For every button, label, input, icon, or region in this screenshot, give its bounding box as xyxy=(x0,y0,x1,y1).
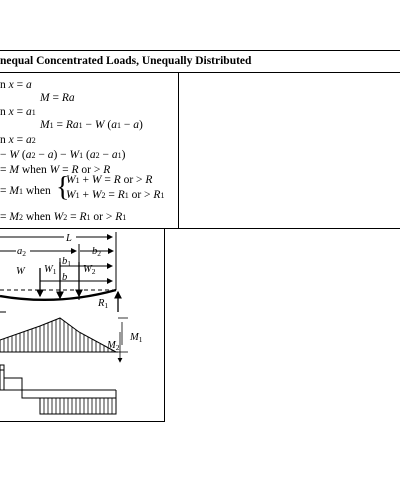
moment-diagram: M1 M2 xyxy=(0,317,143,363)
formula-max-m: = M when W = R or > R xyxy=(0,164,111,176)
table-column-divider-upper xyxy=(178,72,179,228)
dimension-L: L xyxy=(0,230,117,290)
shear-diagram xyxy=(0,364,117,415)
formula-m1: M1 = Ra1 − W (a1 − a) xyxy=(40,119,143,131)
formula-row-divider xyxy=(0,228,400,229)
formula-case-x-eq-a: n x = a xyxy=(0,79,32,91)
label-M1: M1 xyxy=(129,332,143,344)
table-top-border xyxy=(0,50,400,51)
brace: { xyxy=(56,172,70,203)
label-a2: a2 xyxy=(17,246,26,258)
formula-m-eq-ra: M = Ra xyxy=(40,92,75,104)
label-b1: b1 xyxy=(62,256,71,268)
label-W2: W2 xyxy=(83,264,96,276)
condition-line-2: W1 + W2 = R1 or > R1 xyxy=(66,189,165,201)
dimension-b2: b2 xyxy=(80,246,114,258)
label-M2: M2 xyxy=(106,340,120,352)
formula-max-m1-prefix: = M1 when xyxy=(0,185,51,197)
title-row-divider xyxy=(0,72,400,73)
formula-max-m2: = M2 when W2 = R1 or > R1 xyxy=(0,211,127,223)
load-W: W xyxy=(16,266,44,298)
formula-m2-terms: − W (a2 − a) − W1 (a2 − a1) xyxy=(0,149,126,161)
label-b2: b2 xyxy=(92,246,101,258)
label-W1: W1 xyxy=(44,264,57,276)
table-column-divider-lower xyxy=(164,228,165,422)
deflected-beam xyxy=(0,288,117,302)
formula-case-x-eq-a2: n x = a2 xyxy=(0,134,36,146)
label-R1: R1 xyxy=(97,298,108,310)
label-b: b xyxy=(62,272,67,283)
condition-line-1: W1 + W = R or > R xyxy=(66,174,153,186)
load-W2: W2 xyxy=(75,262,96,298)
dimension-b: b xyxy=(40,272,113,284)
label-W: W xyxy=(16,266,26,277)
load-W1: W1 xyxy=(44,262,64,300)
table-bottom-border xyxy=(0,421,165,422)
formula-case-x-eq-a1: n x = a1 xyxy=(0,106,36,118)
table-title: nequal Concentrated Loads, Unequally Dis… xyxy=(0,55,252,67)
reaction-R1: R1 xyxy=(97,290,122,312)
label-L: L xyxy=(65,233,72,244)
